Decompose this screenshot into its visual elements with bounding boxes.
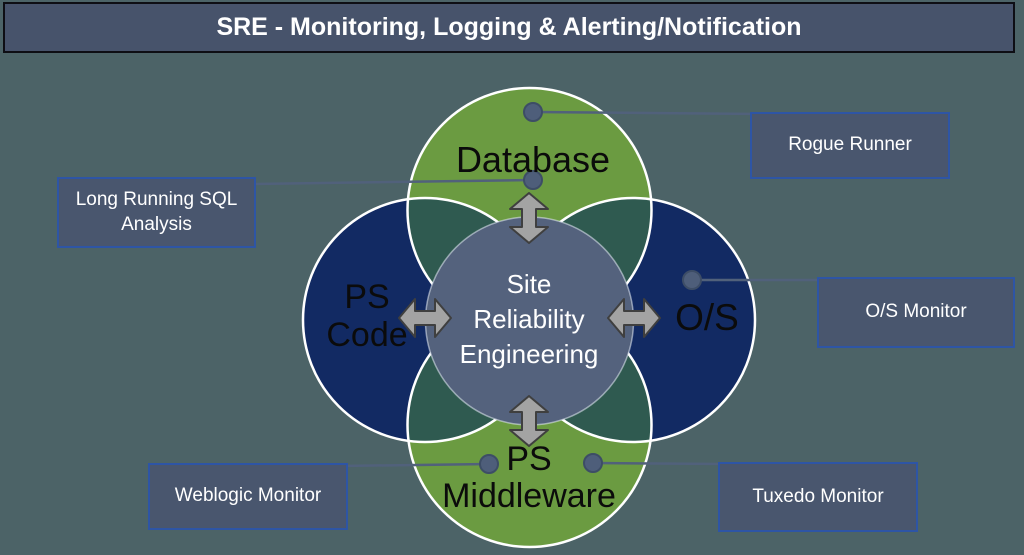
connector-line: [532, 110, 761, 116]
connector-line: [592, 461, 726, 466]
connector-dot: [682, 270, 702, 290]
arrows: [398, 192, 661, 447]
callout-long-running-sql-analysis: Long Running SQL Analysis: [57, 177, 256, 248]
callout-weblogic-monitor: Weblogic Monitor: [148, 463, 348, 530]
callout-os-monitor: O/S Monitor: [817, 277, 1015, 348]
connector-dots: [479, 102, 702, 474]
ps-code-label-line2: Code: [326, 316, 407, 354]
database-label: Database: [456, 139, 610, 180]
ps-code-label-line1: PS: [344, 278, 389, 316]
title-bar: SRE - Monitoring, Logging & Alerting/Not…: [3, 2, 1015, 53]
center-label-line3: Engineering: [460, 339, 599, 369]
callout-tuxedo-monitor: Tuxedo Monitor: [718, 462, 918, 532]
callout-rogue-runner: Rogue Runner: [750, 112, 950, 179]
callout-tuxedo-monitor-label: Tuxedo Monitor: [752, 485, 884, 507]
center-label-line2: Reliability: [473, 304, 584, 334]
connector-dot: [583, 453, 603, 473]
connector-lines: [249, 110, 825, 468]
connector-dot: [479, 454, 499, 474]
os-label: O/S: [675, 297, 739, 338]
callout-weblogic-monitor-label: Weblogic Monitor: [174, 485, 322, 507]
double-arrow-up-icon: [509, 192, 549, 244]
connector-dot: [523, 102, 543, 122]
center-label-line1: Site: [507, 269, 552, 299]
callout-long-running-sql-analysis-label: Long Running SQL Analysis: [75, 188, 238, 235]
callout-os-monitor-label: O/S Monitor: [865, 301, 967, 323]
connector-line: [339, 462, 490, 468]
ps-middleware-label-line2: Middleware: [442, 477, 616, 515]
double-arrow-right-icon: [607, 298, 661, 338]
double-arrow-down-icon: [509, 395, 549, 447]
ps-middleware-label-line1: PS: [506, 440, 551, 478]
connector-line: [249, 178, 534, 186]
double-arrow-left-icon: [398, 298, 452, 338]
page-title: SRE - Monitoring, Logging & Alerting/Not…: [216, 13, 802, 41]
callout-rogue-runner-label: Rogue Runner: [788, 134, 912, 156]
connector-dot: [523, 170, 543, 190]
